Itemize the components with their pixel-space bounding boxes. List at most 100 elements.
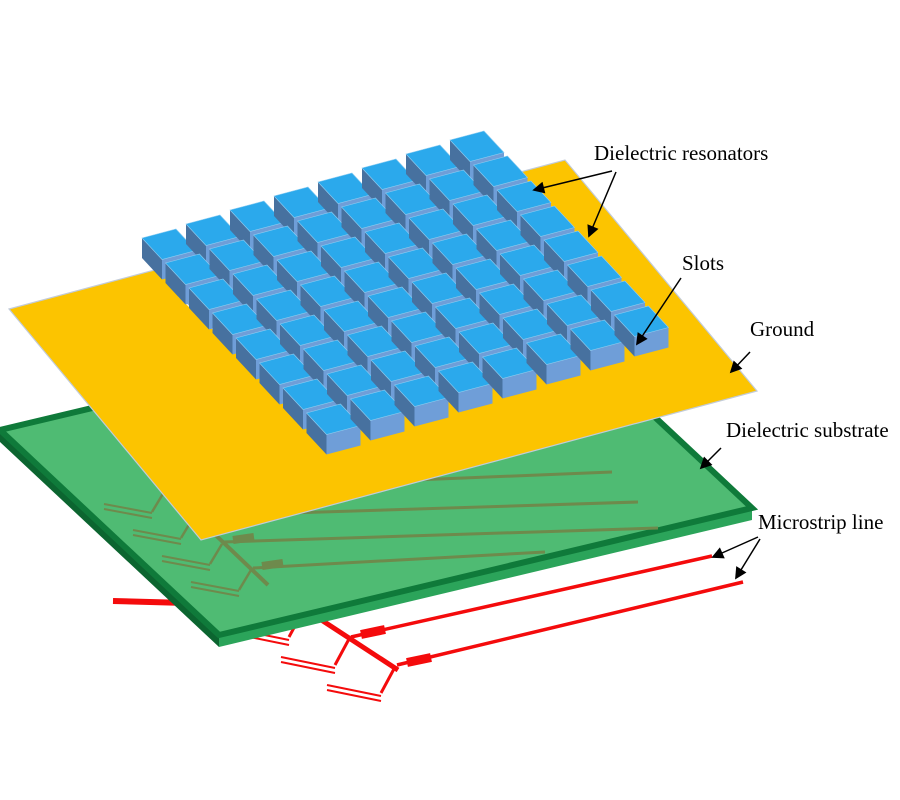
cube-left-face — [614, 315, 635, 357]
trace-stub — [161, 560, 211, 571]
cube-left-face — [412, 282, 432, 324]
cube-left-face — [209, 249, 230, 291]
cube-front-face — [502, 369, 537, 399]
cube-top-face — [449, 130, 505, 162]
trace-stub — [103, 503, 153, 514]
trace-stub — [161, 555, 211, 566]
label-microstrip-line: Microstrip line — [758, 510, 884, 534]
cube-left-face — [435, 307, 456, 349]
cube-left-face — [233, 274, 253, 316]
cube-top-face — [543, 230, 599, 262]
cube-left-face — [371, 360, 391, 402]
trace-stub-link — [150, 491, 166, 513]
microstrip-branch — [350, 554, 713, 639]
cube-left-face — [344, 271, 365, 313]
cube-front-face — [370, 411, 405, 441]
cube-left-face — [274, 196, 294, 238]
cube-left-face — [429, 179, 450, 221]
trace-stub — [103, 508, 153, 519]
annotation-arrow — [711, 536, 759, 559]
cube-left-face — [544, 240, 564, 282]
cube-left-face — [350, 399, 371, 441]
label-dielectric-resonators: Dielectric resonators — [594, 141, 769, 165]
cube-left-face — [523, 279, 544, 321]
cube-top-face — [566, 255, 623, 287]
cube-left-face — [567, 265, 588, 307]
trace-stub — [190, 581, 240, 592]
cube-left-face — [306, 413, 327, 455]
cube-left-face — [186, 224, 206, 266]
cube-left-face — [212, 313, 233, 355]
cube-left-face — [259, 363, 280, 405]
cube-left-face — [368, 296, 388, 338]
cube-front-face — [546, 355, 581, 385]
trace-matching-pad — [232, 533, 255, 544]
microstrip-stub-link — [333, 638, 351, 666]
cube-top-face — [519, 205, 576, 237]
trace-stub — [132, 534, 182, 545]
cube-left-face — [297, 221, 318, 263]
cube-left-face — [503, 318, 523, 360]
trace-stub — [132, 529, 182, 540]
cube-left-face — [341, 207, 362, 249]
cube-left-face — [409, 218, 429, 260]
cube-left-face — [318, 182, 338, 224]
cube-front-face — [326, 425, 361, 455]
microstrip-matching-pad — [360, 625, 386, 639]
cube-left-face — [453, 204, 473, 246]
trace-branch — [252, 550, 546, 570]
annotation-arrows — [532, 170, 761, 580]
cube-left-face — [456, 268, 476, 310]
cube-left-face — [256, 299, 277, 341]
cube-left-face — [303, 349, 324, 391]
microstrip-stub — [280, 661, 336, 674]
cube-left-face — [327, 374, 347, 416]
cube-left-face — [438, 371, 459, 413]
cube-top-face — [590, 280, 646, 312]
cube-left-face — [415, 346, 435, 388]
cube-left-face — [473, 165, 494, 207]
cube-front-face — [414, 397, 449, 427]
cube-left-face — [500, 254, 520, 296]
cube-left-face — [547, 304, 567, 346]
cube-left-face — [142, 238, 162, 280]
cube-front-face — [590, 341, 625, 371]
trace-stub-link — [208, 543, 224, 565]
cube-left-face — [520, 215, 541, 257]
trace-stub-link — [237, 569, 253, 591]
annotation-arrow — [587, 171, 617, 238]
cube-left-face — [347, 335, 368, 377]
cube-left-face — [365, 232, 385, 274]
microstrip-matching-pad — [406, 653, 432, 667]
microstrip-stub — [280, 656, 336, 669]
cube-left-face — [459, 332, 479, 374]
cube-top-face — [472, 155, 529, 187]
cube-left-face — [283, 388, 303, 430]
label-ground: Ground — [750, 317, 815, 341]
microstrip-branch — [396, 580, 744, 667]
cube-left-face — [526, 343, 547, 385]
cube-left-face — [362, 168, 382, 210]
cube-left-face — [394, 385, 415, 427]
cube-left-face — [189, 288, 209, 330]
cube-left-face — [324, 310, 344, 352]
cube-left-face — [321, 246, 341, 288]
microstrip-stub — [326, 684, 382, 697]
trace-stub — [190, 586, 240, 597]
cube-front-face — [458, 383, 493, 413]
cube-left-face — [482, 357, 503, 399]
label-slots: Slots — [682, 251, 725, 275]
dielectric-resonator-array — [141, 130, 670, 455]
annotation-arrow — [532, 170, 613, 194]
annotation-arrow — [735, 538, 761, 580]
cube-left-face — [476, 229, 497, 271]
cube-top-face — [613, 305, 670, 337]
microstrip-stub-link — [379, 666, 397, 694]
annotation-arrow — [699, 447, 722, 470]
cube-left-face — [230, 210, 250, 252]
cube-left-face — [432, 243, 453, 285]
annotation-arrow — [729, 351, 751, 374]
cube-left-face — [406, 154, 426, 196]
